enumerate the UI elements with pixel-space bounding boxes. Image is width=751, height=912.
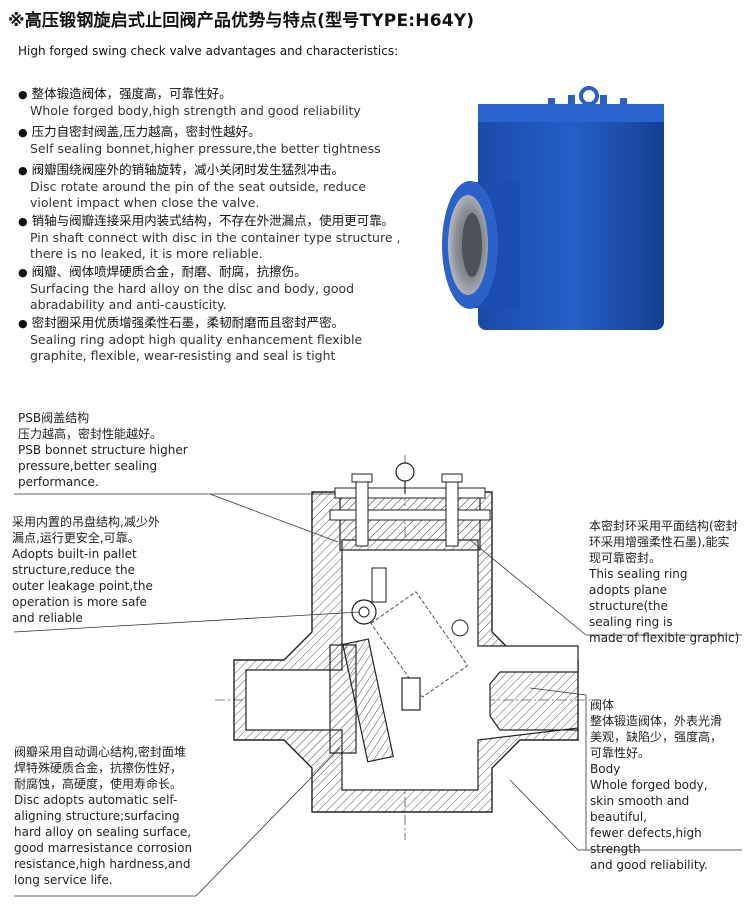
- feature-item: 整体锻造阀体，强度高，可靠性好。 Whole forged body,high …: [18, 86, 408, 119]
- feature-en: Self sealing bonnet,higher pressure,the …: [30, 141, 381, 156]
- feature-item: 销轴与阀瓣连接采用内装式结构，不存在外泄漏点，使用更可靠。 Pin shaft …: [18, 213, 408, 262]
- page-title: ※高压锻钢旋启式止回阀产品优势与特点(型号TYPE:H64Y): [8, 11, 475, 31]
- feature-cn: 整体锻造阀体，强度高，可靠性好。: [18, 86, 408, 103]
- feature-cn: 阀瓣围绕阀座外的销轴旋转，减小关闭时发生猛烈冲击。: [18, 162, 408, 179]
- annotation-pallet: 采用内置的吊盘结构,减少外 漏点,运行更安全,可靠。 Adopts built-…: [12, 515, 160, 625]
- feature-en: Sealing ring adopt high quality enhancem…: [30, 332, 363, 363]
- feature-item: 阀瓣围绕阀座外的销轴旋转，减小关闭时发生猛烈冲击。 Disc rotate ar…: [18, 162, 408, 211]
- page-subtitle: High forged swing check valve advantages…: [18, 44, 399, 58]
- feature-item: 压力自密封阀盖,压力越高，密封性越好。 Self sealing bonnet,…: [18, 124, 408, 157]
- feature-cn: 密封圈采用优质增强柔性石墨，柔韧耐磨而且密封严密。: [18, 315, 408, 332]
- feature-cn: 压力自密封阀盖,压力越高，密封性越好。: [18, 124, 408, 141]
- annotation-psb-bonnet: PSB阀盖结构 压力越高，密封性能越好。 PSB bonnet structur…: [18, 411, 188, 489]
- feature-item: 阀瓣、阀体喷焊硬质合金，耐磨、耐腐，抗擦伤。 Surfacing the har…: [18, 264, 408, 313]
- annotation-sealing-ring: 本密封环采用平面结构(密封 环采用增强柔性石墨),能实 现可靠密封。 This …: [589, 519, 740, 645]
- feature-item: 密封圈采用优质增强柔性石墨，柔韧耐磨而且密封严密。 Sealing ring a…: [18, 315, 408, 364]
- annotation-body: 阀体 整体锻造阀体，外表光滑 美观，缺陷少，强度高， 可靠性好。 Body Wh…: [590, 698, 723, 872]
- feature-cn: 销轴与阀瓣连接采用内装式结构，不存在外泄漏点，使用更可靠。: [18, 213, 408, 230]
- feature-en: Pin shaft connect with disc in the conta…: [30, 230, 401, 261]
- feature-en: Whole forged body,high strength and good…: [30, 103, 361, 118]
- annotation-disc: 阀瓣采用自动调心结构,密封面堆 焊特殊硬质合金，抗擦伤性好， 耐腐蚀，高硬度，使…: [14, 745, 193, 887]
- feature-cn: 阀瓣、阀体喷焊硬质合金，耐磨、耐腐，抗擦伤。: [18, 264, 408, 281]
- feature-en: Surfacing the hard alloy on the disc and…: [30, 281, 355, 312]
- feature-en: Disc rotate around the pin of the seat o…: [30, 179, 367, 210]
